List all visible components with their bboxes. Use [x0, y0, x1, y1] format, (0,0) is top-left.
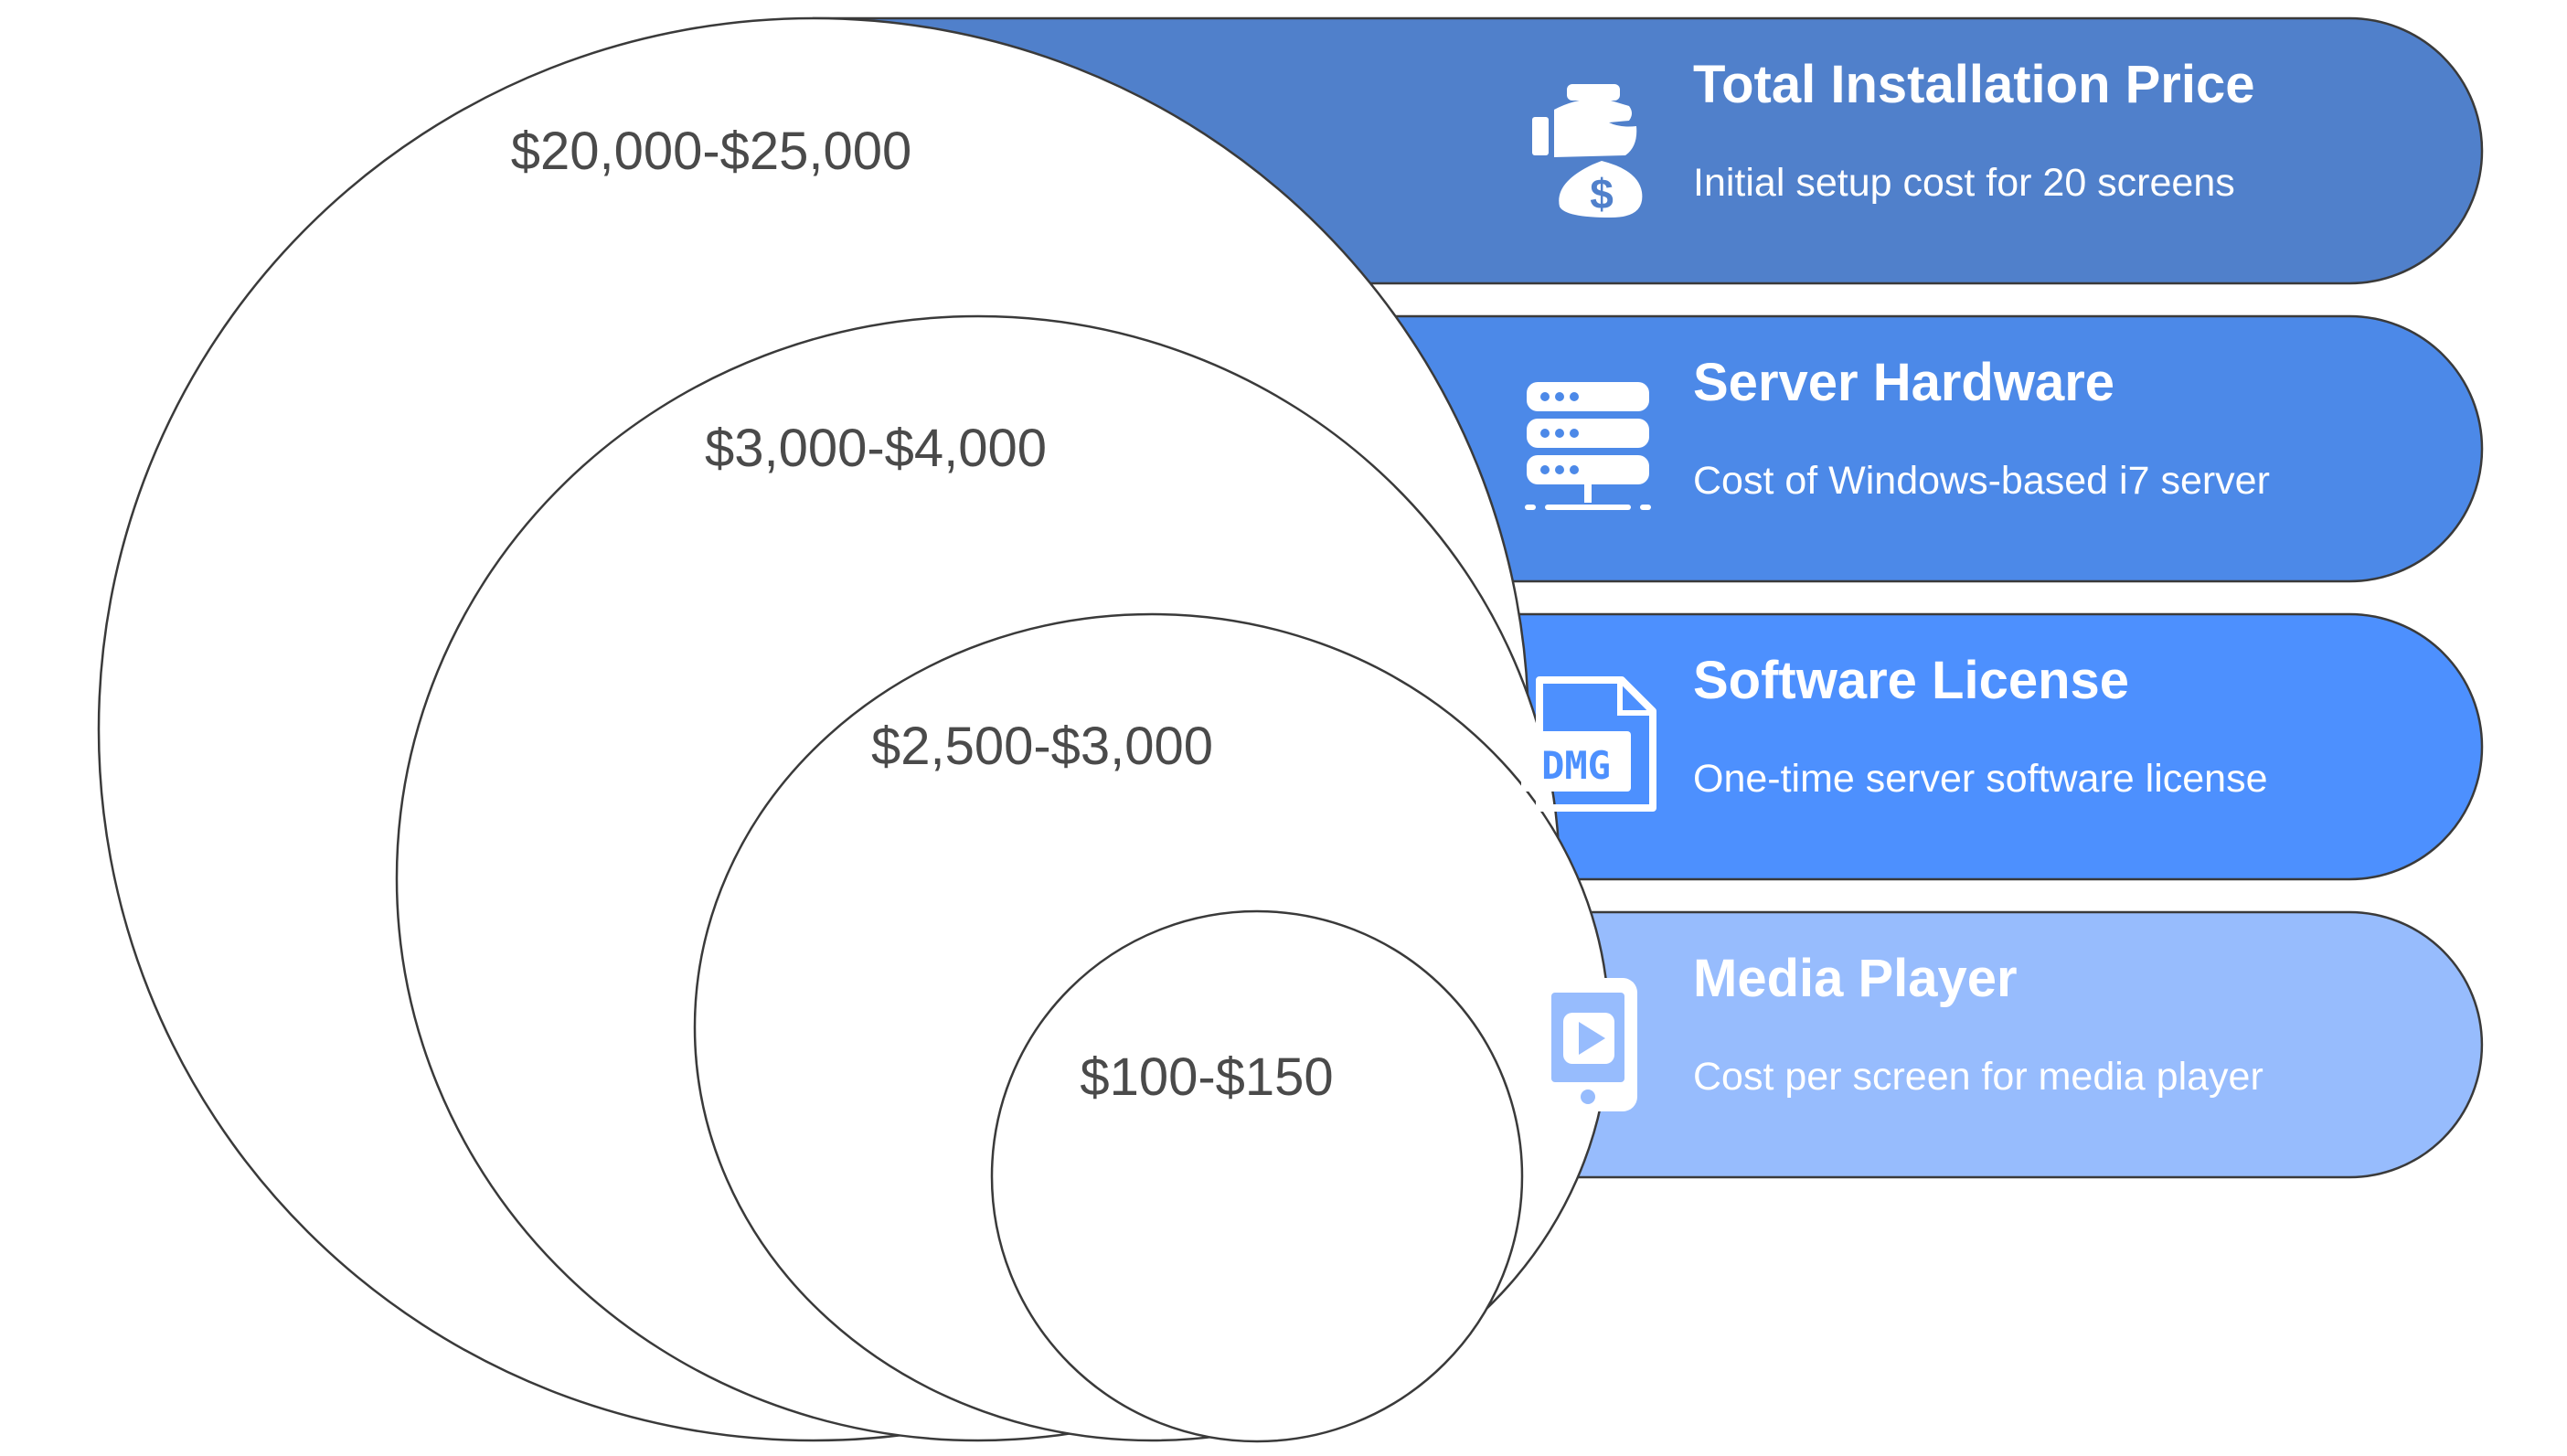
range-media-player: $100-$150: [1080, 1047, 1333, 1107]
svg-text:$: $: [1590, 170, 1614, 218]
range-server-hardware: $3,000-$4,000: [705, 419, 1047, 478]
desc-total-installation: Initial setup cost for 20 screens: [1693, 161, 2235, 205]
svg-text:DMG: DMG: [1541, 743, 1611, 788]
tablet-play-icon: [1539, 978, 1637, 1111]
title-media-player: Media Player: [1693, 949, 2018, 1008]
title-server-hardware: Server Hardware: [1693, 353, 2114, 412]
desc-server-hardware: Cost of Windows-based i7 server: [1693, 459, 2270, 503]
desc-media-player: Cost per screen for media player: [1693, 1055, 2263, 1099]
title-software-license: Software License: [1693, 651, 2129, 710]
dmg-file-icon: DMG: [1521, 676, 1656, 812]
money-bag-hand-icon: $: [1532, 84, 1643, 218]
circle-media-player: [990, 909, 1524, 1443]
desc-software-license: One-time server software license: [1693, 757, 2268, 801]
title-total-installation: Total Installation Price: [1693, 55, 2255, 114]
range-total-installation: $20,000-$25,000: [511, 122, 912, 181]
server-icon: [1525, 382, 1651, 510]
range-software-license: $2,500-$3,000: [871, 717, 1213, 776]
